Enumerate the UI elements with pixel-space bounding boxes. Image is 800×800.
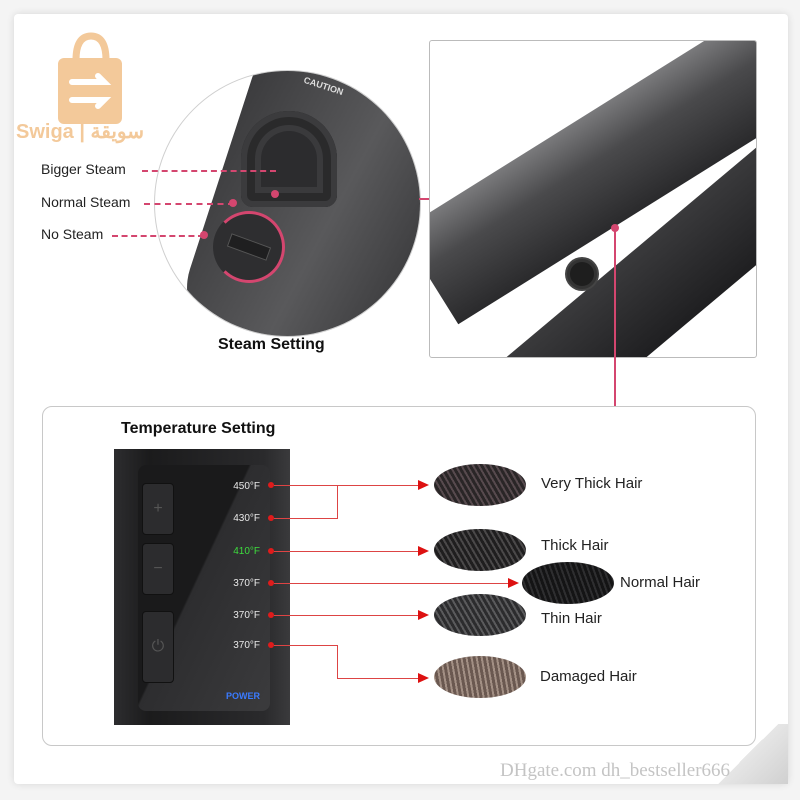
reading-dot [268,548,274,554]
temp-reading: 370°F [233,610,260,621]
connector-to-panel [614,228,616,406]
label-normal-steam: Normal Steam [41,194,131,210]
marker-normal [229,199,237,207]
arrow-icon [418,673,429,683]
brand-logo-text: Swiga | سويقة [16,121,145,143]
arrow-icon [418,480,429,490]
power-button[interactable]: ⏻ [142,611,174,683]
hair-label-thick: Thick Hair [541,537,609,554]
hair-swatch-thin [434,594,526,636]
marker-bigger [271,190,279,198]
hair-label-thin: Thin Hair [541,610,602,627]
leader-bigger [142,170,276,172]
marker-control-panel [611,224,619,232]
reading-dot [268,580,274,586]
temp-reading: 430°F [233,513,260,524]
hair-swatch-thick [434,529,526,571]
leader-no [112,235,204,237]
watermark: DHgate.com dh_bestseller666 [500,760,731,781]
brand-logo [14,26,174,156]
label-no-steam: No Steam [41,226,104,242]
control-device: + − ⏻ 450°F 430°F 410°F 370°F 370°F 370°… [114,449,290,725]
line-450 [274,485,420,486]
leader-normal [144,203,234,205]
temperature-setting-title: Temperature Setting [121,420,276,437]
hair-label-very-thick: Very Thick Hair [541,475,643,492]
minus-button[interactable]: − [142,543,174,595]
line-370-a [274,583,510,584]
arrow-icon [418,610,429,620]
line-430-join [337,485,338,519]
reading-dot [268,612,274,618]
marker-no [200,231,208,239]
hair-swatch-normal [522,562,614,604]
steam-knob [213,211,285,283]
temp-reading: 370°F [233,578,260,589]
shopping-bag-icon [58,32,122,124]
line-370-c-drop [337,645,338,679]
hair-label-normal: Normal Hair [620,574,701,591]
line-430 [274,518,338,519]
line-370-b [274,615,420,616]
steam-setting-title: Steam Setting [218,336,325,353]
label-bigger-steam: Bigger Steam [41,161,126,177]
reading-dot [268,515,274,521]
line-410 [274,551,420,552]
hair-swatch-damaged [434,656,526,698]
reading-dot [268,642,274,648]
steam-button-image [567,259,597,289]
arrow-icon [418,546,429,556]
arrow-icon [508,578,519,588]
temp-reading: 450°F [233,481,260,492]
power-label: POWER [225,691,260,701]
line-370-c [274,645,338,646]
plus-button[interactable]: + [142,483,174,535]
line-370-c-end [337,678,421,679]
reading-dot [268,482,274,488]
knob-slot [226,233,272,261]
grip-ridges [241,111,337,207]
temp-reading: 370°F [233,640,260,651]
hair-label-damaged: Damaged Hair [540,668,637,685]
straightener-photo [429,40,757,358]
display-screen: + − ⏻ 450°F 430°F 410°F 370°F 370°F 370°… [138,465,270,711]
temp-reading-active: 410°F [233,546,260,557]
hair-swatch-very-thick [434,464,526,506]
